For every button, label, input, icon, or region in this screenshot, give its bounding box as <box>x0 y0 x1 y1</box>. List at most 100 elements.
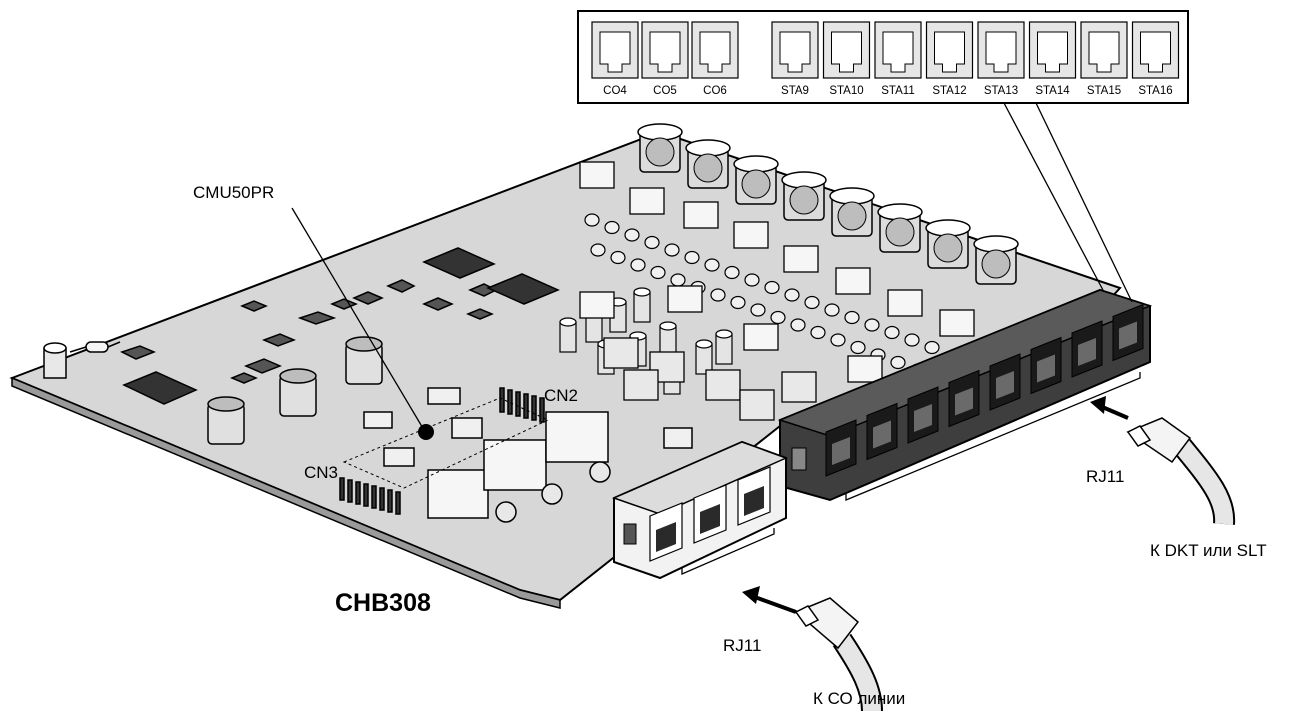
relay <box>629 187 665 215</box>
diode <box>724 265 740 280</box>
coil <box>781 171 827 221</box>
transformer <box>705 369 741 401</box>
diode <box>730 295 746 310</box>
diode <box>624 228 640 242</box>
relay <box>733 221 769 249</box>
sta-jack-opening <box>825 419 857 477</box>
diode <box>850 340 866 355</box>
port-label-sta: STA9 <box>781 85 809 97</box>
sta-jack-block <box>777 288 1153 502</box>
cmu50pr-dot <box>418 424 434 440</box>
diode <box>710 288 726 302</box>
diode <box>790 318 806 332</box>
coil <box>637 123 683 173</box>
coil <box>877 203 923 253</box>
coil <box>685 139 731 189</box>
cn2-label: CN2 <box>544 386 578 405</box>
capacitor-top <box>695 339 713 349</box>
sta-jack-opening <box>1112 303 1144 362</box>
coil <box>973 235 1019 285</box>
relay <box>579 291 615 319</box>
panel-port-sta <box>925 21 974 79</box>
diode <box>610 250 626 265</box>
diode <box>650 265 666 280</box>
transformer <box>739 389 775 421</box>
coil-row <box>637 123 1019 285</box>
diode <box>684 250 700 265</box>
panel-port-sta <box>1028 21 1077 79</box>
arrow-left <box>742 586 797 614</box>
diode <box>804 295 820 310</box>
chip-label: CMU50PR <box>193 183 274 202</box>
relay <box>847 355 883 383</box>
cmu50pr-leader <box>291 207 425 431</box>
diode <box>670 273 686 287</box>
diode <box>884 325 900 340</box>
port-label-sta: STA13 <box>984 85 1018 97</box>
transformer <box>603 337 639 369</box>
relay <box>835 267 871 295</box>
panel-port-co <box>691 21 739 79</box>
co-jack-opening <box>649 502 683 562</box>
board-name-label: CHB308 <box>335 589 431 617</box>
relay <box>683 201 719 229</box>
port-label-sta: STA12 <box>932 85 966 97</box>
coil <box>925 219 971 269</box>
diode <box>844 310 860 325</box>
diode <box>704 258 720 272</box>
sta-jack-opening <box>948 369 980 428</box>
diode <box>764 280 780 295</box>
capacitor-top <box>659 321 677 331</box>
port-label-sta: STA14 <box>1035 85 1070 97</box>
plug-left <box>794 597 883 712</box>
leader-line-b <box>1035 102 1133 303</box>
port-label-sta: STA10 <box>829 85 863 97</box>
relay <box>743 323 779 351</box>
co-jack-opening <box>693 484 727 544</box>
rj11-left-label: RJ11 <box>723 636 761 655</box>
left-components <box>43 247 693 523</box>
relay <box>783 245 819 273</box>
co-lines-label: К СО линии <box>813 689 905 708</box>
transformer <box>623 369 659 401</box>
diode <box>904 333 920 347</box>
co-bracket <box>681 528 775 575</box>
panel-port-sta <box>771 21 819 79</box>
port-label-co: CO6 <box>703 85 727 97</box>
relay <box>667 285 703 313</box>
diode <box>604 220 620 235</box>
center-components <box>559 161 975 421</box>
rj11-right-label: RJ11 <box>1086 467 1124 486</box>
co-jack-opening <box>737 466 771 526</box>
cmu50pr-outline <box>342 397 550 489</box>
leader-line-a <box>1003 102 1105 293</box>
panel-port-sta <box>1080 21 1128 79</box>
arrow-right <box>1090 396 1129 420</box>
coil <box>733 155 779 205</box>
transformer <box>649 351 685 383</box>
panel-port-sta <box>874 21 922 79</box>
relay <box>887 289 923 317</box>
port-label-sta: STA15 <box>1087 85 1121 97</box>
sta-jack-opening <box>907 386 939 444</box>
panel-port-co <box>591 21 639 79</box>
coil <box>829 187 875 237</box>
diode <box>924 340 940 355</box>
capacitor-top <box>559 317 577 327</box>
diode <box>750 303 766 317</box>
panel-port-sta <box>822 21 871 79</box>
diode <box>864 318 880 332</box>
diode <box>590 243 606 257</box>
relay <box>579 161 615 189</box>
transformer <box>781 371 817 403</box>
port-label-co: CO5 <box>653 85 677 97</box>
diode <box>770 310 786 325</box>
sta-bracket <box>845 372 1141 501</box>
port-label-co: CO4 <box>603 85 627 97</box>
relay <box>939 309 975 337</box>
sta-jack-opening <box>1030 336 1062 395</box>
diode <box>744 273 760 287</box>
panel-port-co <box>641 21 689 79</box>
